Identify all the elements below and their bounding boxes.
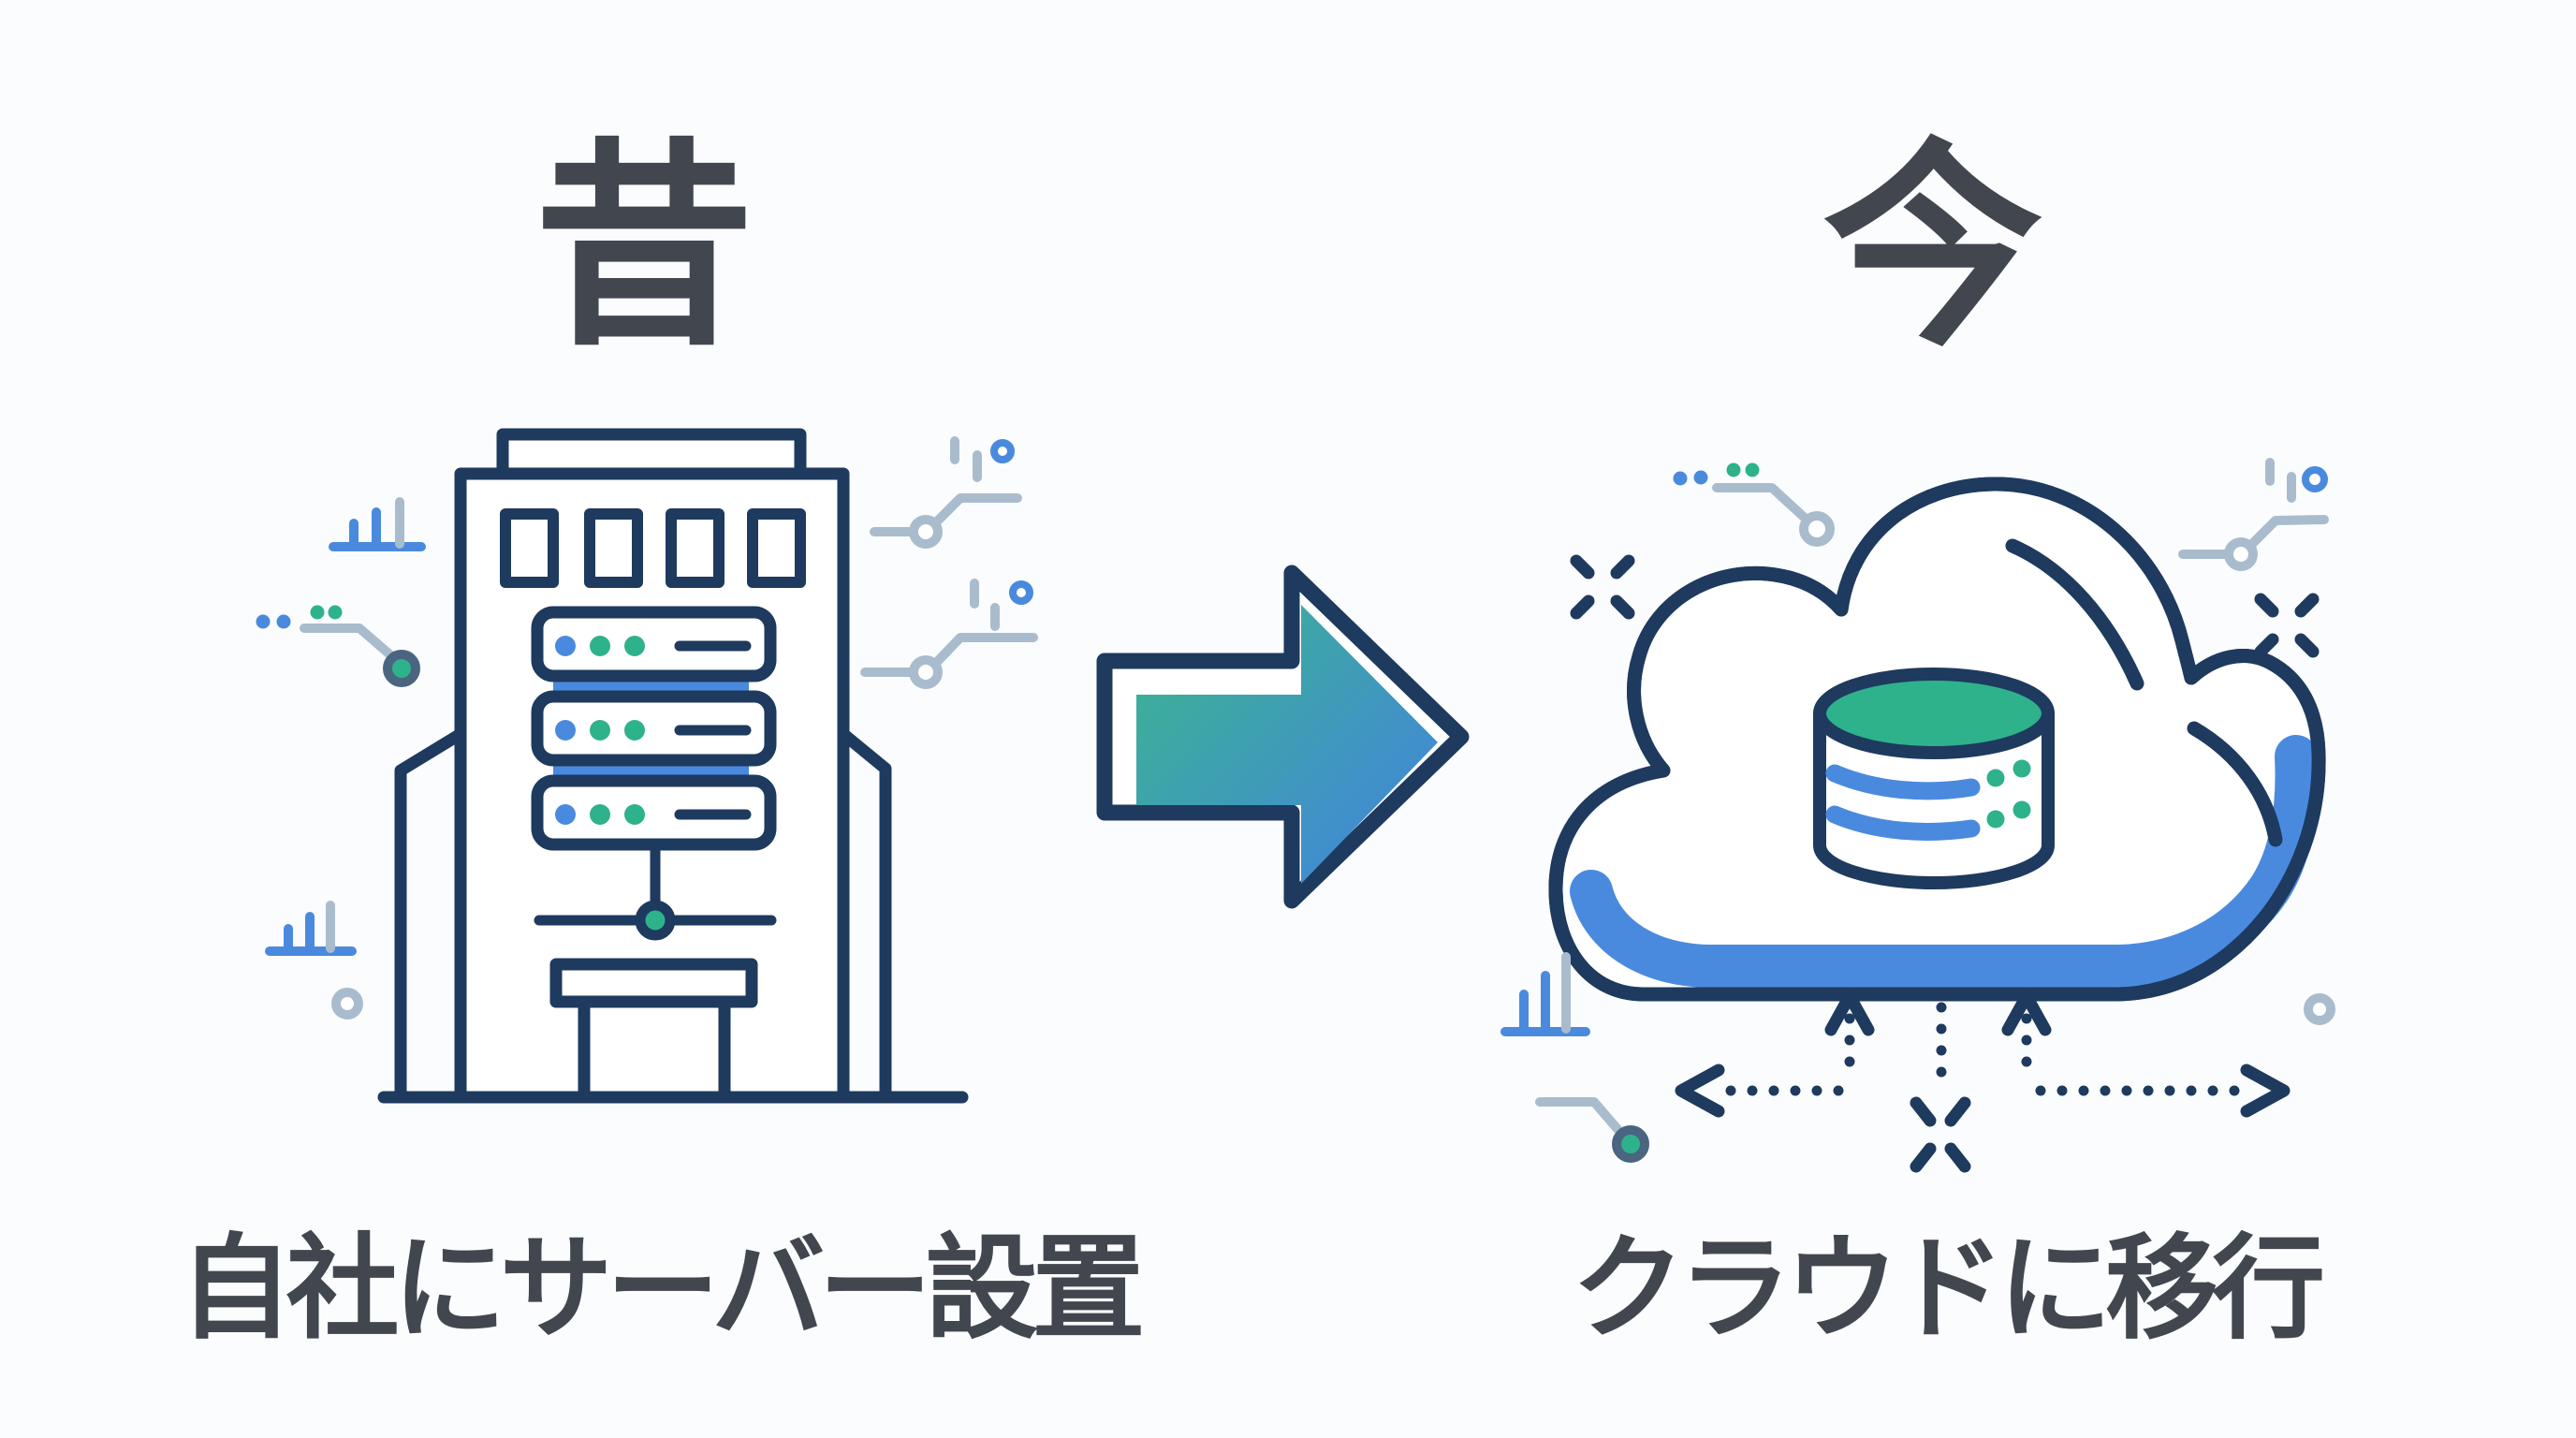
window-icon [500, 508, 806, 588]
cloud-icon [1548, 477, 2326, 1002]
circuit-trace-icon [870, 436, 1022, 549]
network-node-icon [534, 839, 777, 941]
ring-icon [1799, 511, 1835, 547]
after-panel: 今 [1500, 121, 2335, 1355]
status-dots [1986, 759, 2031, 829]
ring-icon [909, 515, 943, 549]
before-title: 昔 [534, 121, 754, 376]
network-node-icon [1612, 1125, 1649, 1163]
server-unit-icon [531, 690, 777, 767]
bar-chart-icon [265, 901, 363, 1020]
building-wing-right [837, 727, 892, 1102]
sparkle-icon [2254, 593, 2320, 658]
arrow-gradient-fill [1136, 605, 1438, 884]
building-wing-left [394, 727, 467, 1102]
before-panel: 昔 [180, 121, 1149, 1355]
before-caption: 自社にサーバー設置 [180, 1223, 1142, 1355]
circuit-trace-icon [1535, 1097, 1649, 1163]
after-title: 今 [1823, 121, 2043, 376]
circuit-trace-icon [256, 605, 420, 687]
sparkle-icon [1910, 1096, 1971, 1173]
dotted-up-arrow-icon [2001, 990, 2052, 1084]
cloud-inner-fold [2005, 538, 2144, 691]
cloud-outline-overlay [1548, 477, 2326, 1002]
ring-icon [2302, 466, 2328, 492]
ring-icon [2224, 537, 2258, 571]
database-icon [1813, 668, 2055, 889]
dotted-right-arrow-icon [2035, 1064, 2291, 1118]
sparkle-icon [1570, 554, 1635, 620]
ring-icon [990, 439, 1015, 463]
ring-icon [1009, 580, 1033, 605]
bar-chart-icon [1500, 952, 1590, 1036]
bar-chart-icon [329, 497, 426, 551]
server-unit-icon [531, 606, 777, 682]
dotted-left-arrow-icon [1675, 1064, 1844, 1118]
ring-icon [909, 655, 943, 689]
server-unit-icon [531, 774, 777, 851]
ring-icon [331, 988, 363, 1020]
building-icon [377, 428, 969, 1104]
database-top [1813, 668, 2055, 759]
entrance-icon [549, 958, 758, 1102]
circuit-trace-icon [2178, 458, 2329, 571]
database-rows [1825, 764, 1981, 841]
circuit-trace-icon [1673, 462, 1835, 547]
cloud-inner-fold [2187, 721, 2283, 847]
server-rack-icon [531, 606, 777, 851]
migration-arrow-icon [1096, 565, 1470, 909]
dotted-up-arrow-icon [1824, 990, 1875, 1084]
after-caption: クラウドに移行 [1572, 1223, 2322, 1355]
network-node-icon [383, 650, 420, 687]
circuit-trace-icon [860, 579, 1038, 689]
cloud-shadow-band [1570, 735, 2319, 988]
ring-icon [2304, 993, 2335, 1025]
